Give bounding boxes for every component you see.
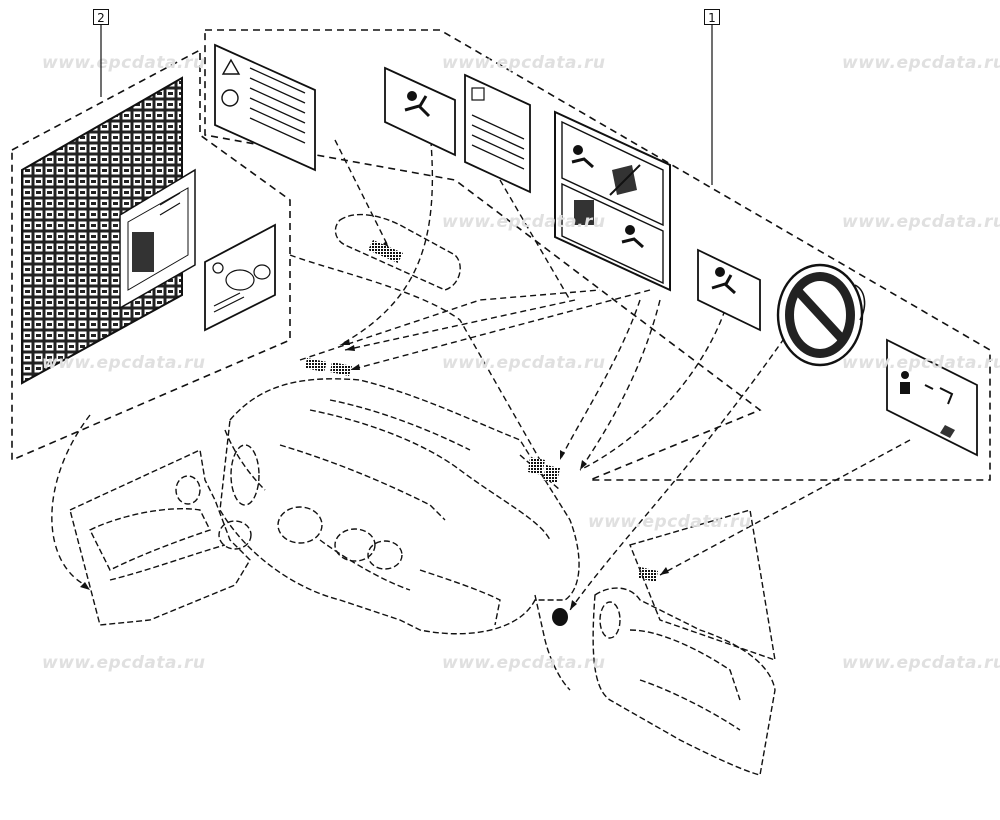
right-door-panel xyxy=(592,509,776,776)
watermark: www.epcdata.ru xyxy=(842,353,1000,373)
watermark: www.epcdata.ru xyxy=(442,53,606,73)
watermark: www.epcdata.ru xyxy=(588,512,752,532)
dashboard-label-positions xyxy=(305,240,658,626)
dashboard xyxy=(219,378,580,691)
child-seat-label xyxy=(886,338,978,457)
label-sheet xyxy=(21,76,196,385)
watermark: www.epcdata.ru xyxy=(442,212,606,232)
sun-visor xyxy=(334,213,461,291)
leader-lines xyxy=(51,129,911,611)
watermark: www.epcdata.ru xyxy=(42,53,206,73)
round-prohibition-sticker xyxy=(776,263,866,367)
small-airbag-label xyxy=(697,248,761,332)
watermark: www.epcdata.ru xyxy=(442,653,606,673)
watermark: www.epcdata.ru xyxy=(842,653,1000,673)
seat-label xyxy=(204,223,276,332)
watermark: www.epcdata.ru xyxy=(842,212,1000,232)
warning-label xyxy=(214,43,316,172)
watermark: www.epcdata.ru xyxy=(42,353,206,373)
group-2-boundary xyxy=(11,48,291,462)
airbag-deactivation-label xyxy=(554,110,671,292)
callout-1: 1 xyxy=(704,9,720,25)
watermark: www.epcdata.ru xyxy=(842,53,1000,73)
left-door-panel xyxy=(69,448,252,626)
info-text-label xyxy=(464,73,531,194)
watermark: www.epcdata.ru xyxy=(42,653,206,673)
callout-2: 2 xyxy=(93,9,109,25)
airbag-pictogram-label xyxy=(384,66,456,157)
watermark: www.epcdata.ru xyxy=(442,353,606,373)
